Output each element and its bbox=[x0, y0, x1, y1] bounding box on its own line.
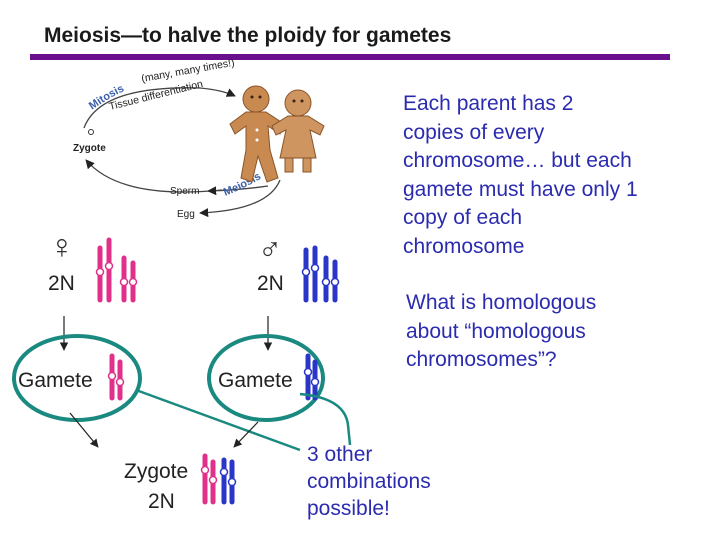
male-chromosomes bbox=[301, 245, 340, 303]
female-2n-label: 2N bbox=[48, 272, 75, 295]
parent-copies-line: chromosome bbox=[403, 234, 525, 258]
female-gamete-label: Gamete bbox=[18, 369, 93, 392]
male-parent: ♂ 2N bbox=[257, 231, 340, 351]
sperm-label: Sperm bbox=[170, 186, 199, 197]
female-to-zygote-arrow bbox=[69, 412, 99, 448]
combinations-callout-text: 3 other combinations possible! bbox=[307, 441, 507, 522]
male-2n-label: 2N bbox=[257, 272, 284, 295]
parent-copies-line: copy of each bbox=[403, 206, 523, 229]
male-gamete-circle bbox=[207, 334, 325, 422]
cycle-arrow-top bbox=[83, 87, 236, 129]
slide-title: Meiosis—to halve the ploidy for gametes bbox=[44, 24, 452, 47]
zygote-cycle-label: Zygote bbox=[73, 143, 106, 154]
sperm-arrow bbox=[207, 185, 269, 196]
male-gamete-label: Gamete bbox=[218, 369, 293, 392]
parent-copies-line: Each parent has 2 bbox=[403, 92, 574, 115]
parent-copies-line: copies of every bbox=[403, 120, 545, 144]
callout-line: combinations bbox=[307, 470, 431, 493]
male-to-zygote-arrow bbox=[233, 421, 259, 448]
egg-label: Egg bbox=[177, 209, 195, 220]
callout-line: 3 other bbox=[307, 443, 373, 466]
female-symbol: ♀ bbox=[49, 228, 75, 266]
male-gamete: Gamete bbox=[207, 334, 325, 422]
zygote-dot bbox=[88, 129, 94, 135]
zygote-chromosomes bbox=[200, 453, 237, 505]
homologous-question-text: What is homologous about “homologous chr… bbox=[406, 289, 686, 375]
female-chromosomes bbox=[95, 237, 138, 303]
callout-line: possible! bbox=[307, 497, 390, 520]
callout-line-male bbox=[299, 392, 352, 446]
callout-line-female bbox=[135, 388, 301, 452]
female-gamete-circle bbox=[12, 334, 142, 422]
question-line: about “homologous bbox=[406, 319, 586, 343]
question-line: chromosomes”? bbox=[406, 348, 557, 371]
parent-copies-line: gamete must have only 1 bbox=[403, 177, 638, 201]
zygote: Zygote 2N bbox=[124, 453, 237, 513]
parent-copies-text: Each parent has 2 copies of every chromo… bbox=[403, 90, 703, 261]
zygote-label: Zygote bbox=[124, 460, 188, 483]
gingerbread-woman-image bbox=[271, 89, 325, 173]
egg-arrow bbox=[199, 179, 281, 218]
question-line: What is homologous bbox=[406, 291, 597, 314]
zygote-2n-label: 2N bbox=[148, 490, 175, 513]
title-underline bbox=[30, 54, 670, 60]
female-parent: ♀ 2N bbox=[48, 228, 138, 351]
female-gamete: Gamete bbox=[12, 334, 142, 422]
male-symbol: ♂ bbox=[258, 231, 282, 267]
parent-copies-line: chromosome… but each bbox=[403, 149, 632, 172]
cycle-arrow-bottom bbox=[85, 159, 223, 193]
